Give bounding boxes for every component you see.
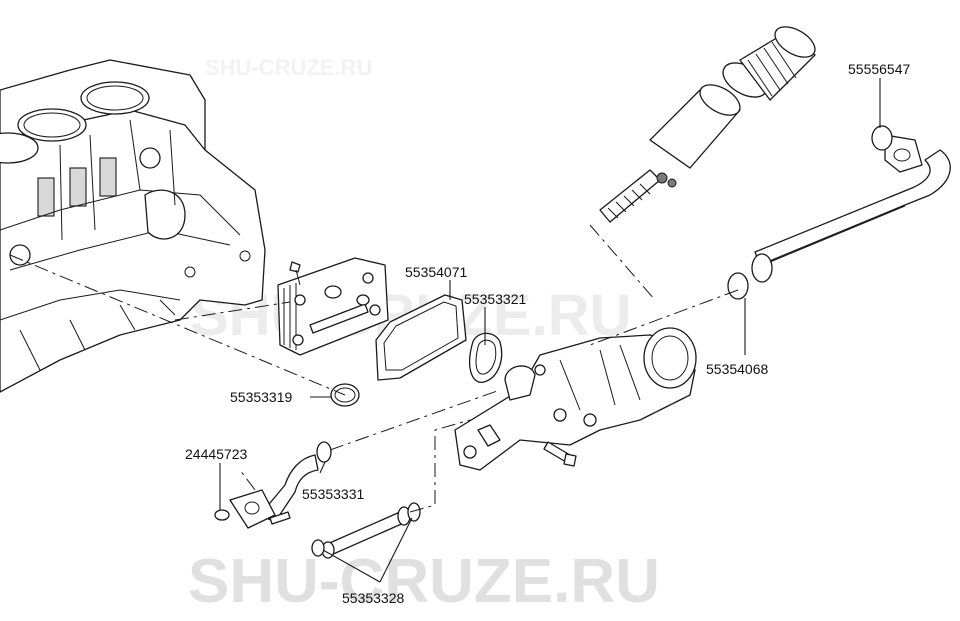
o-ring-55353328-b [311, 539, 325, 557]
callout-55353331: 55353331 [302, 486, 365, 502]
callout-24445723: 24445723 [185, 446, 248, 462]
callout-55353328: 55353328 [342, 590, 405, 606]
o-ring-55353328-a [407, 502, 421, 522]
callout-55353321: 55353321 [464, 291, 527, 307]
o-ring-55556547 [871, 125, 893, 151]
watermark-top: SHU-CRUZE.RU [205, 55, 372, 80]
o-ring-55353331 [316, 441, 332, 463]
oil-filter-element [599, 26, 816, 223]
engine-block [0, 59, 266, 393]
callout-55353319: 55353319 [230, 389, 293, 405]
oil-cooler [277, 257, 389, 356]
coolant-pipe-24445723 [214, 454, 319, 529]
cooler-gasket [375, 294, 467, 381]
callout-55556547: 55556547 [848, 61, 911, 77]
callout-55354071: 55354071 [405, 264, 468, 280]
alignment-lines [9, 224, 739, 513]
callout-55354068: 55354068 [706, 361, 769, 377]
o-ring-55354068 [727, 272, 749, 300]
callout-labels: 55556547 55354071 55353321 55354068 5535… [185, 61, 911, 606]
oil-filter-housing [454, 327, 697, 471]
watermark-bottom: SHU-CRUZE.RU [188, 547, 660, 616]
leader-lines [219, 78, 881, 583]
housing-gasket [469, 332, 503, 383]
transfer-pipe-55353328 [321, 506, 411, 559]
oil-return-pipe [751, 134, 951, 283]
